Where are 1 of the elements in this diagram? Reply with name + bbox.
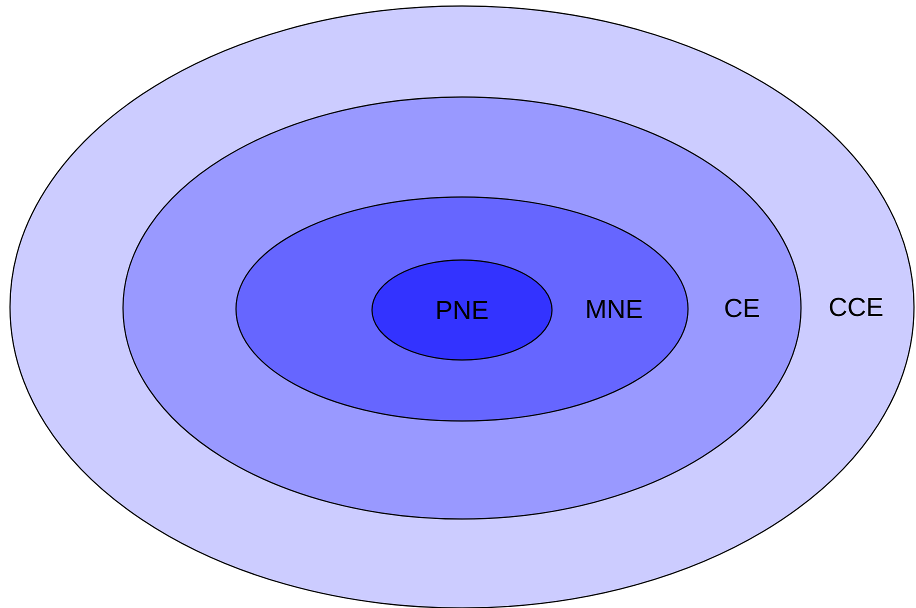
ellipse-region: PNE <box>371 259 553 361</box>
